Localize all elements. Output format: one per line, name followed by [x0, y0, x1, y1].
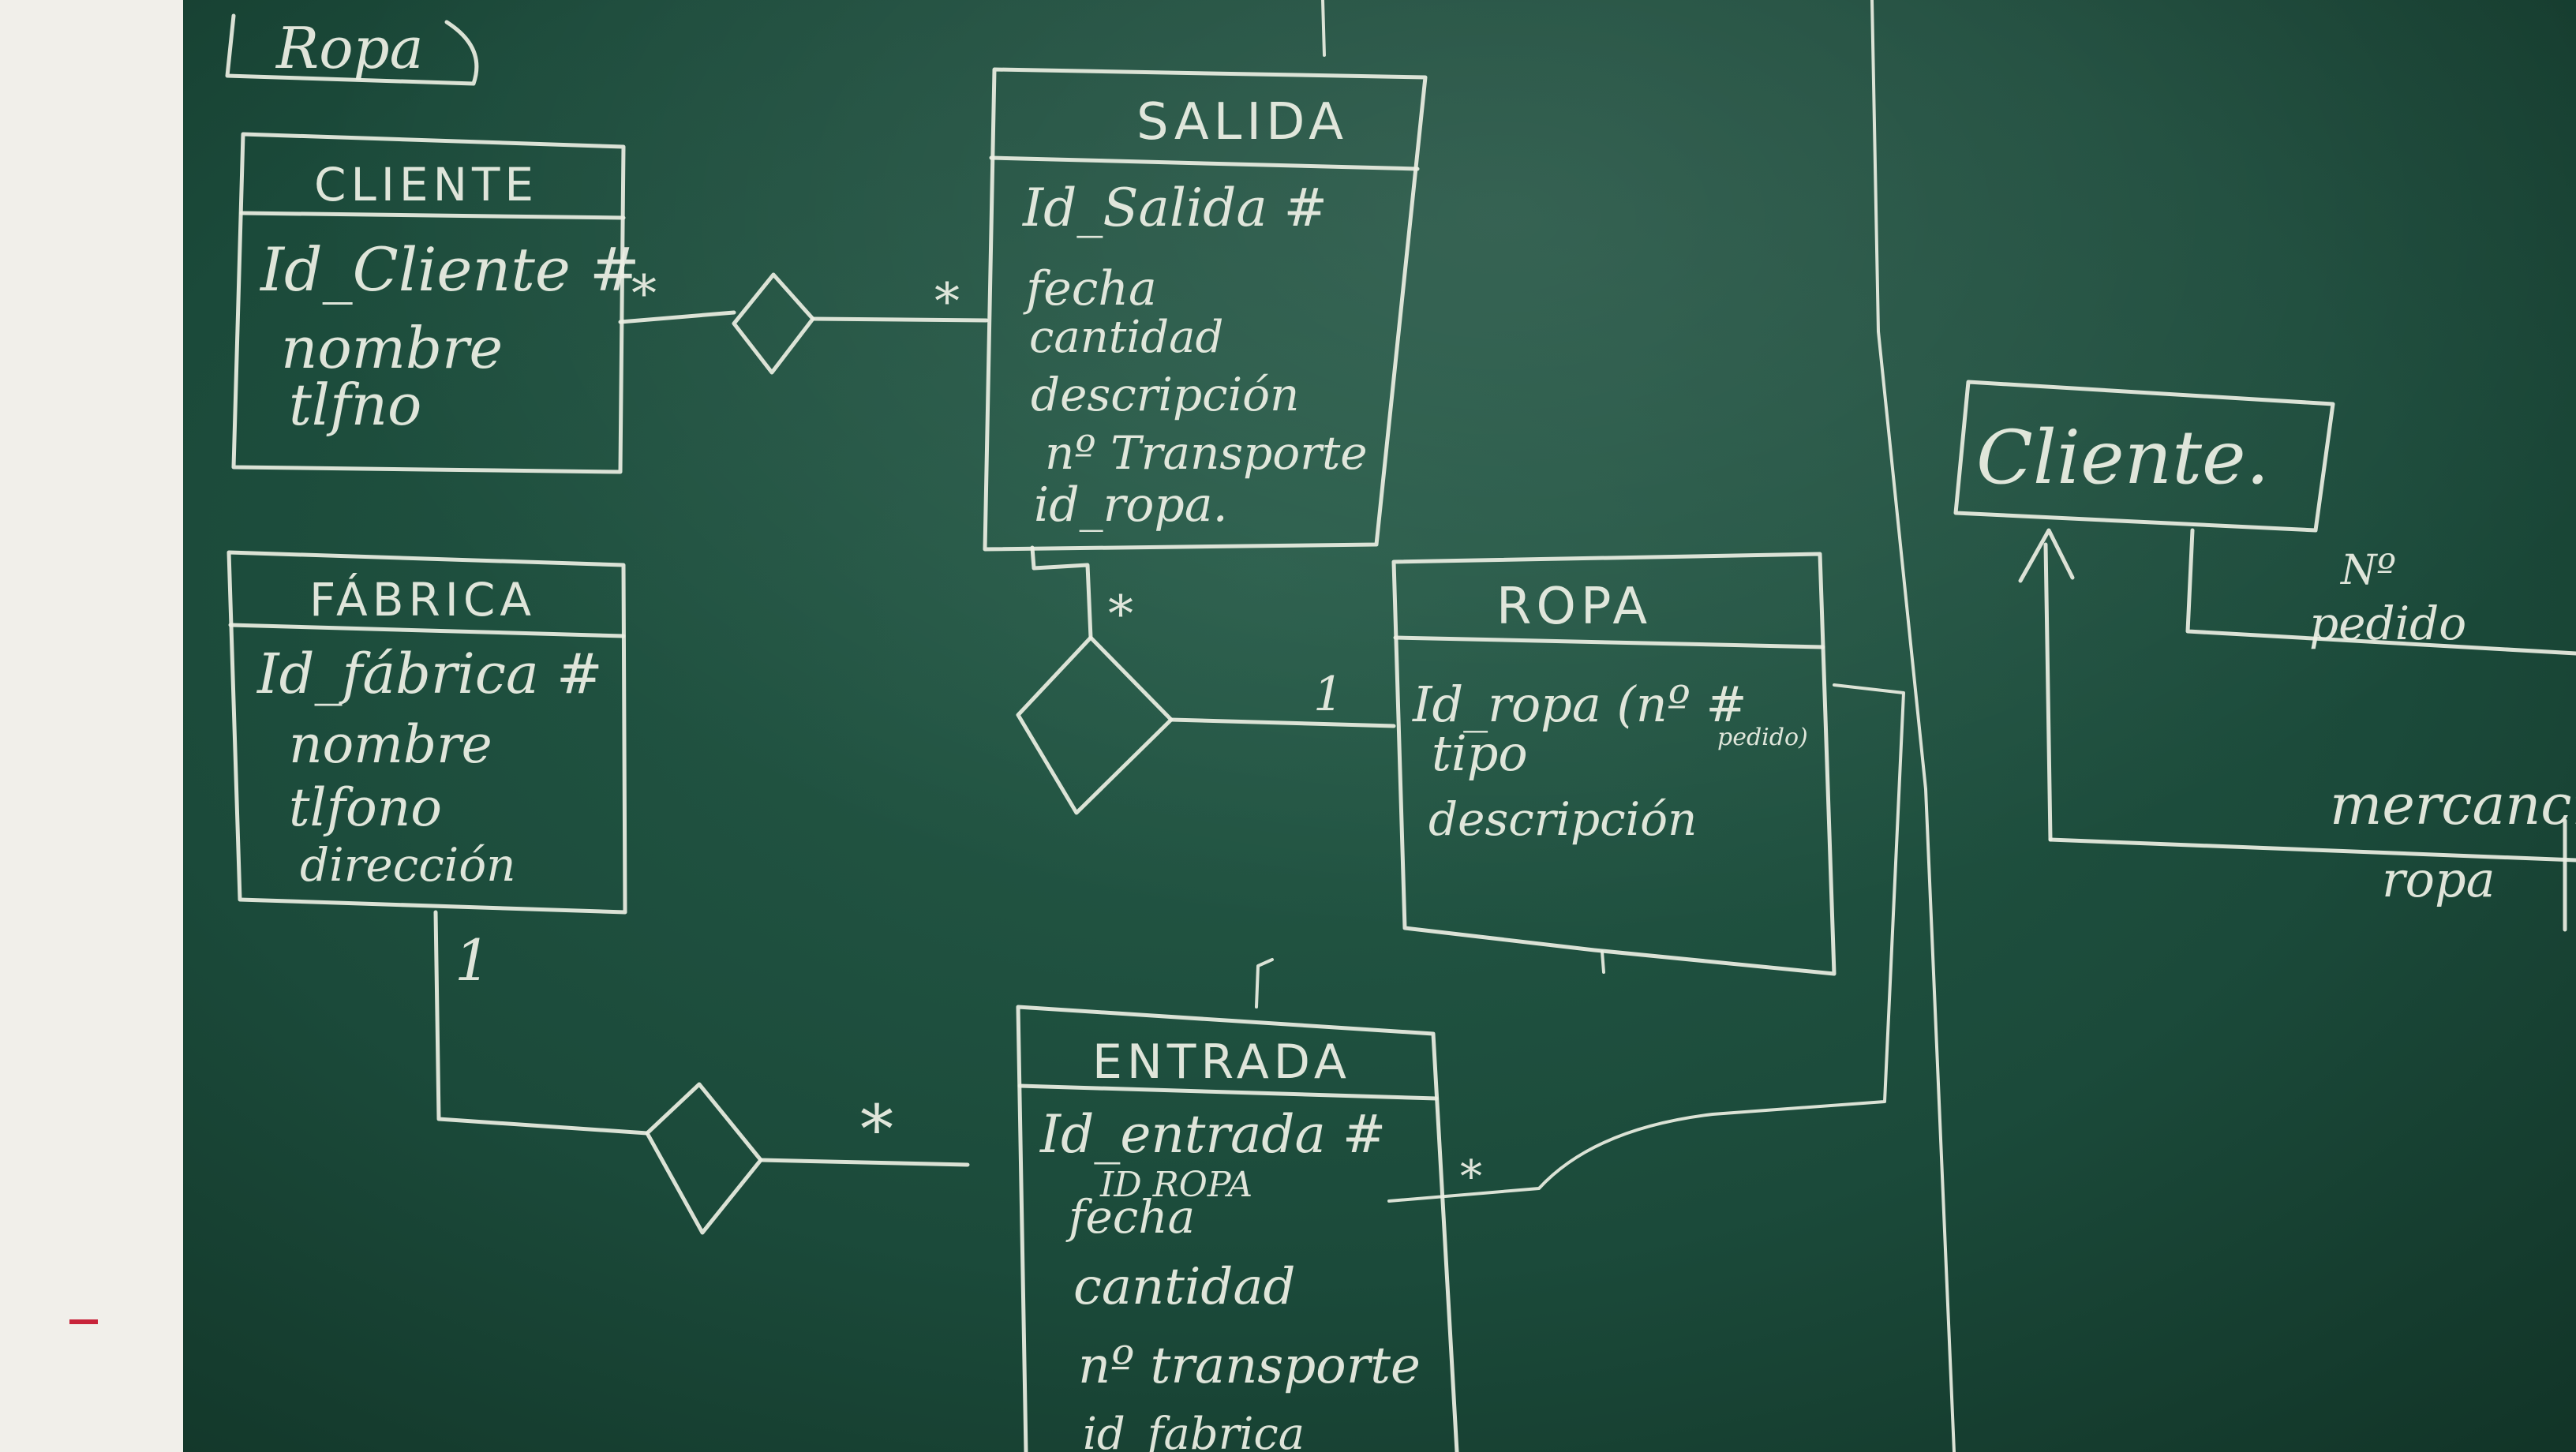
cliente-title: CLIENTE: [314, 158, 538, 211]
rel-salida-ropa-diamond: [1016, 635, 1174, 815]
right-line-bottom: [2048, 837, 2576, 863]
entrada-attr-transporte: nº transporte: [1078, 1337, 1421, 1395]
rel-cliente-salida-line-left: [618, 310, 736, 324]
board-title: Ropa: [275, 15, 424, 81]
ropa-attr-descripcion: descripción: [1428, 792, 1697, 846]
entrada-attr-cantidad: cantidad: [1073, 1258, 1296, 1316]
salida-attr-descripcion: descripción: [1031, 368, 1299, 421]
entrada-header-line: [1017, 1083, 1439, 1101]
right-panel: Cliente. Nº pedido mercancía ropa: [1953, 380, 2576, 932]
cliente-box: [231, 132, 626, 474]
rel-salida-ropa-line-top: [1030, 545, 1093, 640]
rel-ropa-bottom-tick: [1601, 950, 1605, 974]
fabrica-attr-id: Id_fábrica #: [256, 642, 603, 706]
rel-cliente-salida-diamond: [732, 272, 815, 375]
fabrica-attr-direccion: dirección: [300, 838, 516, 892]
card-fabrica-entrada-right: *: [860, 1091, 893, 1168]
rel-fabrica-entrada-diamond: [645, 1082, 763, 1235]
card-salida-ropa-top: *: [1108, 586, 1133, 644]
card-salida-ropa-right: 1: [1313, 667, 1343, 722]
salida-attr-cantidad: cantidad: [1029, 312, 1223, 363]
right-cliente-box: [1953, 380, 2335, 533]
title-bracket: [225, 13, 479, 86]
rel-fabrica-entrada-line-left: [433, 910, 650, 1136]
salida-box: [983, 67, 1428, 552]
ropa-attr-tipo: tipo: [1432, 724, 1528, 782]
salida-attr-id: Id_Salida #: [1022, 178, 1327, 238]
card-entrada-ropa: *: [1460, 1151, 1482, 1203]
right-label-no: Nº: [2339, 547, 2396, 594]
rel-entrada-ropa-top: [1255, 958, 1274, 1009]
fabrica-box: [227, 550, 627, 915]
cliente-attr-id: Id_Cliente #: [259, 234, 640, 305]
rel-ropa-right-link: [1387, 683, 1905, 1203]
rel-fabrica-entrada-line-right: [758, 1158, 970, 1167]
salida-attr-fecha: fecha: [1023, 261, 1157, 316]
entrada-box: [1016, 1005, 1459, 1452]
salida-title: SALIDA: [1136, 93, 1348, 152]
ropa-header-line: [1393, 635, 1825, 649]
right-line-pedido: [2185, 528, 2576, 656]
entrada-title: ENTRADA: [1092, 1035, 1351, 1090]
card-fabrica-entrada-left: 1: [455, 927, 491, 994]
ropa-title: ROPA: [1496, 578, 1652, 636]
ropa-key-note: pedido): [1717, 724, 1808, 751]
salida-header-line: [989, 155, 1420, 171]
right-label-pedido: pedido: [2309, 597, 2466, 650]
entrada-attr-fecha: fecha: [1065, 1190, 1195, 1244]
ropa-box: [1391, 552, 1837, 976]
salida-attr-id-ropa: id_ropa.: [1034, 477, 1228, 533]
salida-attr-transporte: nº Transporte: [1045, 426, 1368, 480]
divider-vertical: [1870, 0, 1956, 1452]
card-cliente-salida-right: *: [934, 273, 960, 331]
fabrica-attr-tlfono: tlfono: [289, 777, 442, 838]
fabrica-header-line: [228, 623, 626, 638]
rel-salida-ropa-line-right: [1169, 717, 1396, 728]
cliente-attr-tlfno: tlfno: [289, 372, 421, 438]
cliente-header-line: [239, 211, 626, 220]
entity-entrada: ENTRADA Id_entrada # ID ROPA fecha canti…: [1016, 1005, 1459, 1452]
entity-fabrica: FÁBRICA Id_fábrica # nombre tlfono direc…: [227, 550, 627, 915]
right-label-ropa: ropa: [2382, 851, 2496, 908]
fabrica-title: FÁBRICA: [309, 572, 536, 627]
right-cliente-label: Cliente.: [1976, 415, 2270, 501]
card-cliente-salida-left: *: [631, 265, 657, 324]
ropa-attr-id: Id_ropa (nº #: [1412, 675, 1747, 733]
divider-top: [1321, 0, 1326, 57]
right-label-mercancia: mercancía: [2330, 773, 2576, 837]
entrada-attr-id-ropa: ID ROPA: [1099, 1165, 1252, 1205]
rel-cliente-salida-line-right: [811, 316, 989, 323]
entity-cliente: CLIENTE Id_Cliente # nombre tlfno: [231, 132, 640, 474]
right-arrow-up: [2018, 528, 2075, 842]
cliente-attr-nombre: nombre: [281, 315, 503, 381]
entity-salida: SALIDA Id_Salida # fecha cantidad descri…: [983, 67, 1428, 552]
fabrica-attr-nombre: nombre: [289, 714, 492, 775]
wall-mark: [69, 1319, 98, 1324]
entity-ropa: ROPA Id_ropa (nº # pedido) tipo descripc…: [1391, 552, 1837, 976]
entrada-attr-id: Id_entrada #: [1039, 1104, 1386, 1165]
entrada-attr-id-fabrica: id_fabrica: [1083, 1409, 1305, 1452]
